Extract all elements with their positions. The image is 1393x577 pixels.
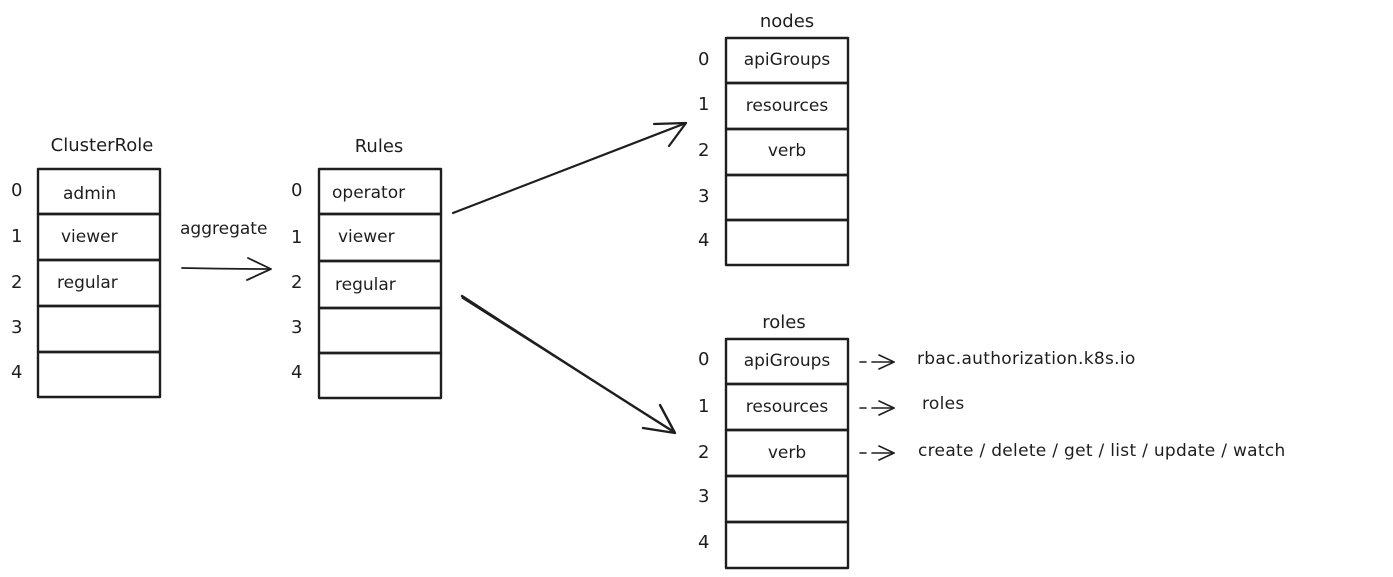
clusterrole-index-1: 1 — [11, 226, 23, 247]
rules-index-2: 2 — [291, 272, 303, 293]
role-value-apigroups: rbac.authorization.k8s.io — [917, 349, 1136, 369]
roles-title: roles — [762, 312, 806, 333]
roles-index-1: 1 — [698, 396, 710, 417]
clusterrole-index-3: 3 — [11, 317, 23, 338]
clusterrole-array — [36, 167, 162, 399]
nodes-index-1: 1 — [698, 94, 710, 115]
clusterrole-index-0: 0 — [11, 180, 23, 201]
roles-cell-4 — [724, 520, 850, 570]
rules-index-1: 1 — [291, 227, 303, 248]
role-value-arrow-2 — [859, 445, 895, 461]
nodes-value-1: resources — [745, 96, 829, 116]
roles-array — [724, 337, 850, 570]
nodes-index-0: 0 — [698, 49, 710, 70]
rules-index-3: 3 — [291, 317, 303, 338]
clusterrole-value-0: admin — [63, 184, 117, 204]
nodes-cell-4 — [724, 218, 850, 267]
nodes-title: nodes — [759, 11, 815, 32]
roles-index-2: 2 — [698, 442, 710, 463]
roles-value-0: apiGroups — [743, 351, 831, 371]
role-value-arrow-0 — [859, 354, 895, 370]
rules-cell-4 — [317, 351, 443, 400]
nodes-value-2: verb — [767, 141, 807, 161]
clusterrole-cell-4 — [36, 350, 162, 399]
nodes-index-2: 2 — [698, 140, 710, 161]
clusterrole-cell-3 — [36, 304, 162, 354]
rules-to-roles-arrow — [460, 294, 677, 435]
rules-to-nodes-arrow — [451, 121, 688, 215]
clusterrole-index-2: 2 — [11, 272, 23, 293]
clusterrole-title: ClusterRole — [50, 135, 154, 156]
rules-title: Rules — [354, 136, 404, 157]
rules-array — [317, 167, 443, 400]
clusterrole-value-1: viewer — [61, 227, 118, 247]
roles-value-2: verb — [767, 443, 807, 463]
roles-index-3: 3 — [698, 486, 710, 507]
roles-index-4: 4 — [698, 532, 710, 553]
rules-cell-3 — [317, 306, 443, 355]
nodes-value-0: apiGroups — [743, 50, 831, 70]
rules-index-0: 0 — [291, 180, 303, 201]
role-value-arrow-1 — [859, 400, 895, 416]
rules-value-2: regular — [335, 275, 396, 295]
roles-cell-3 — [724, 474, 850, 524]
nodes-array — [724, 36, 850, 267]
rules-value-1: viewer — [338, 227, 395, 247]
role-value-verbs: create / delete / get / list / update / … — [918, 441, 1286, 461]
clusterrole-value-2: regular — [57, 273, 118, 293]
nodes-cell-3 — [724, 173, 850, 222]
aggregate-arrow — [181, 257, 272, 281]
rules-value-0: operator — [332, 183, 406, 203]
rules-index-4: 4 — [291, 362, 303, 383]
clusterrole-index-4: 4 — [11, 362, 23, 383]
role-value-resources: roles — [922, 394, 965, 414]
roles-index-0: 0 — [698, 349, 710, 370]
aggregate-label: aggregate — [180, 219, 268, 239]
nodes-index-3: 3 — [698, 186, 710, 207]
roles-value-1: resources — [745, 397, 829, 417]
nodes-index-4: 4 — [698, 230, 710, 251]
